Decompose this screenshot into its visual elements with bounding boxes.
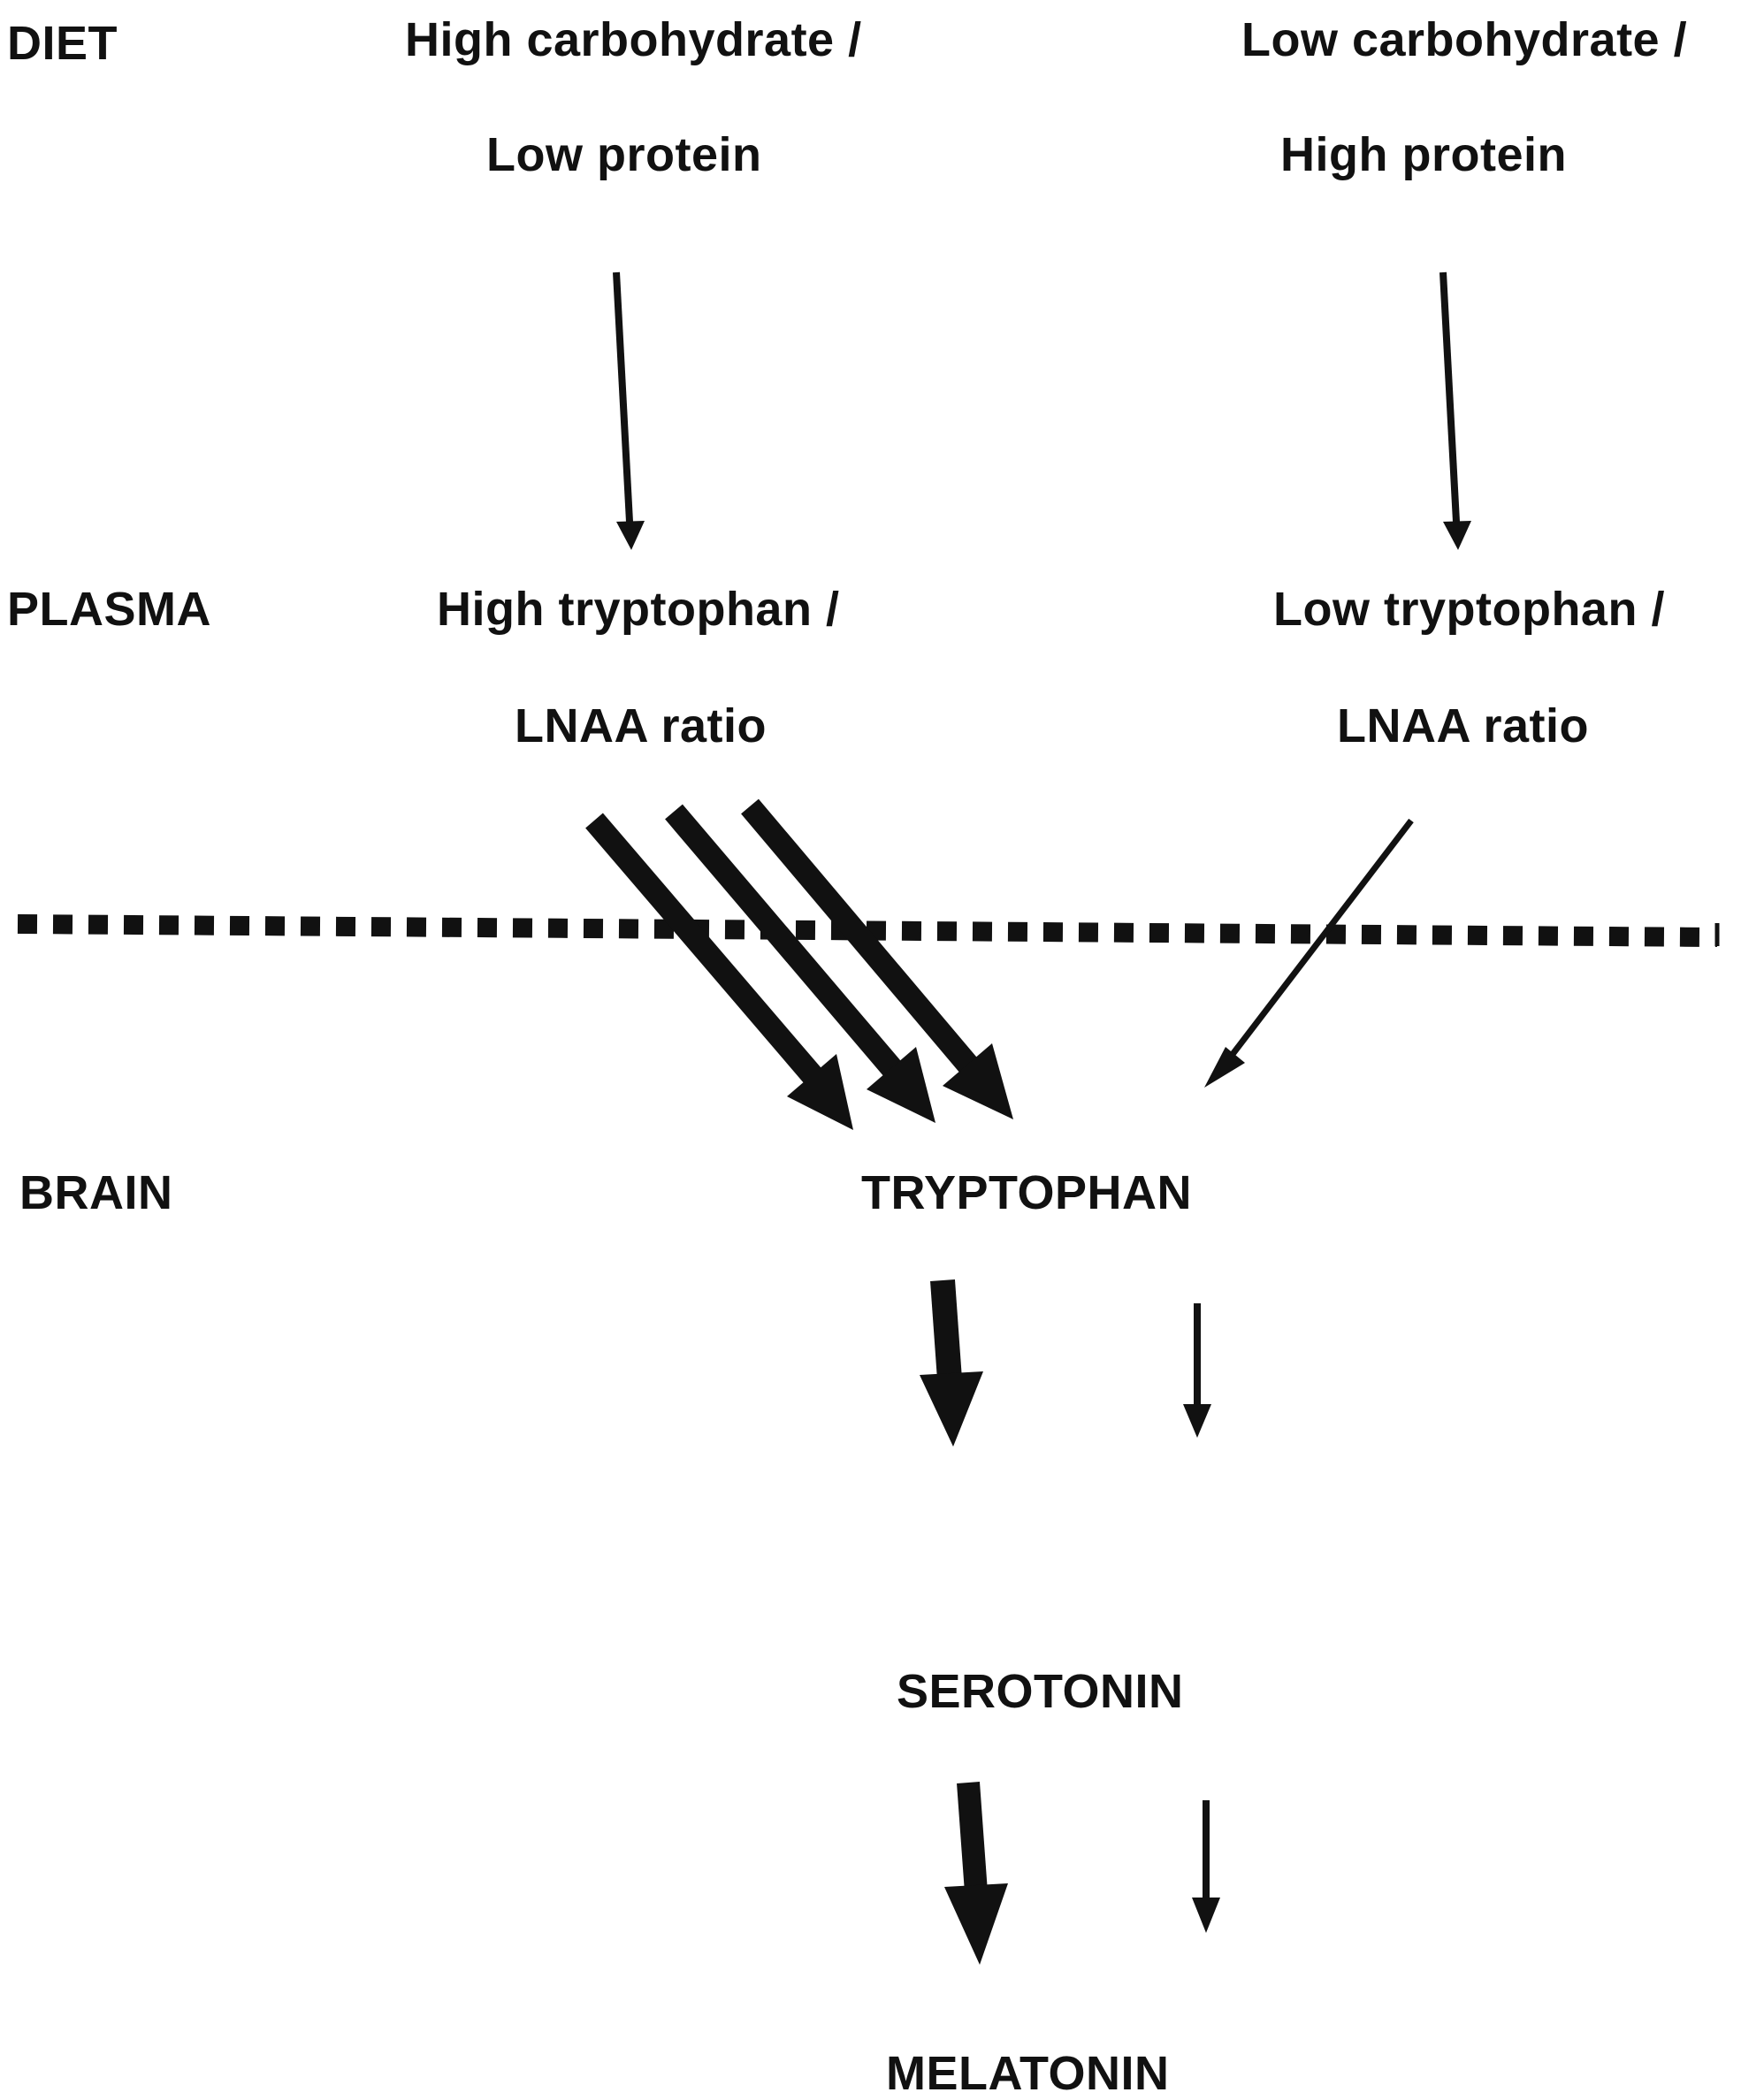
- left-plasma-line1: High tryptophan /: [437, 583, 840, 636]
- left-plasma-to-brain-arrow-2-shaft: [665, 804, 904, 1080]
- left-plasma-to-brain-arrow-3-shaft: [741, 798, 980, 1076]
- left-plasma-to-brain-arrow-1-shaft: [585, 813, 824, 1087]
- right-diet-to-plasma-arrow-shaft: [1439, 271, 1460, 523]
- left-plasma-line2: LNAA ratio: [515, 699, 767, 752]
- serotonin-to-melatonin-thick-arrowhead: [944, 1883, 1008, 1965]
- left-plasma-to-brain-arrowhead-3: [943, 1043, 1013, 1119]
- right-diet-to-plasma-arrowhead: [1443, 521, 1471, 550]
- right-plasma-line2: LNAA ratio: [1337, 699, 1589, 752]
- left-plasma-to-brain-arrowhead-2: [867, 1047, 935, 1123]
- row-label-brain: BRAIN: [19, 1166, 173, 1219]
- right-diet-line1: Low carbohydrate /: [1241, 13, 1688, 66]
- tryptophan-to-serotonin-thin-arrowhead: [1183, 1404, 1211, 1438]
- row-label-plasma: PLASMA: [7, 583, 211, 636]
- row-label-diet: DIET: [7, 17, 118, 70]
- left-diet-to-plasma-arrowhead: [616, 521, 645, 550]
- left-plasma-to-brain-arrowhead-1: [787, 1054, 853, 1130]
- left-diet-line1: High carbohydrate /: [405, 13, 862, 66]
- right-diet-line2: High protein: [1280, 128, 1567, 181]
- tryptophan-to-serotonin-thick-arrowhead: [920, 1371, 983, 1447]
- right-plasma-line1: Low tryptophan /: [1273, 583, 1665, 636]
- brain-tryptophan-label: TRYPTOPHAN: [861, 1166, 1193, 1219]
- right-plasma-to-brain-arrow-shaft: [1219, 818, 1414, 1071]
- serotonin-to-melatonin-thick-arrow-shaft: [957, 1782, 988, 1893]
- serotonin-label: SEROTONIN: [897, 1665, 1184, 1718]
- left-diet-line2: Low protein: [486, 128, 762, 181]
- tryptophan-to-serotonin-thick-arrow-shaft: [930, 1279, 962, 1380]
- melatonin-label: MELATONIN: [886, 2047, 1170, 2100]
- right-plasma-to-brain-arrowhead: [1204, 1047, 1245, 1088]
- left-diet-to-plasma-arrow-shaft: [613, 271, 633, 523]
- serotonin-to-melatonin-thin-arrowhead: [1192, 1898, 1220, 1933]
